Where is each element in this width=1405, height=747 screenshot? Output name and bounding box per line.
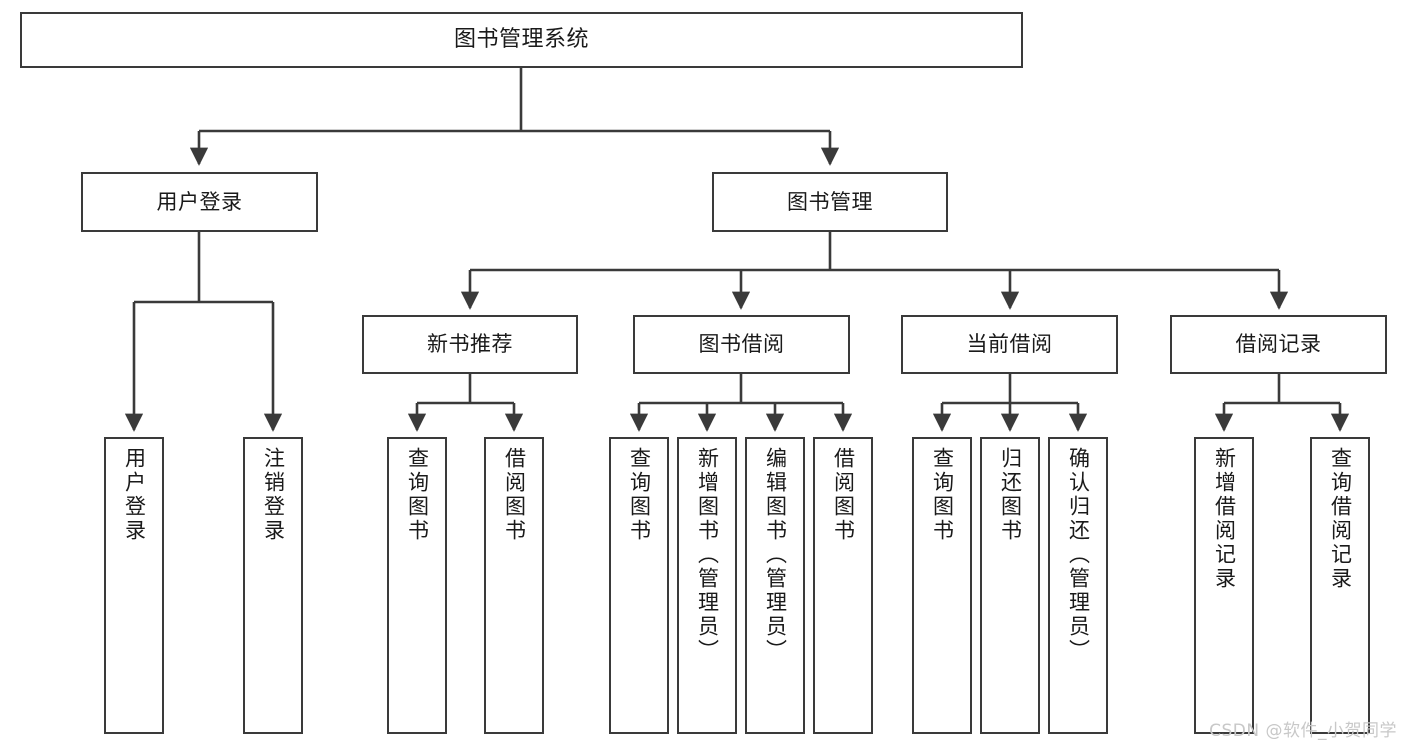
node-book-management[interactable]: 图书管理 — [712, 172, 948, 232]
node-label: 查询借阅记录 — [1328, 447, 1353, 591]
node-root-book-management-system[interactable]: 图书管理系统 — [20, 12, 1023, 68]
node-label: 确认归还（管理员） — [1066, 447, 1091, 663]
leaf-book-borrow-borrow-book[interactable]: 借阅图书 — [813, 437, 873, 734]
node-label: 借阅图书 — [831, 447, 856, 543]
node-borrow-record[interactable]: 借阅记录 — [1170, 315, 1387, 374]
node-label: 图书管理 — [787, 189, 873, 214]
node-label: 当前借阅 — [966, 332, 1053, 357]
node-label: 图书借阅 — [698, 332, 785, 357]
node-label: 查询图书 — [405, 447, 430, 543]
leaf-borrow-record-query-record[interactable]: 查询借阅记录 — [1310, 437, 1370, 734]
node-user-login[interactable]: 用户登录 — [81, 172, 318, 232]
node-label: 新增图书（管理员） — [695, 447, 720, 663]
node-label: 归还图书 — [998, 447, 1023, 543]
node-label: 用户登录 — [156, 189, 243, 214]
node-new-book-recommend[interactable]: 新书推荐 — [362, 315, 578, 374]
node-book-borrow[interactable]: 图书借阅 — [633, 315, 850, 374]
node-label: 图书管理系统 — [453, 27, 589, 53]
leaf-book-borrow-edit-book-admin[interactable]: 编辑图书（管理员） — [745, 437, 805, 734]
leaf-current-borrow-query-book[interactable]: 查询图书 — [912, 437, 972, 734]
node-label: 新书推荐 — [427, 332, 513, 357]
leaf-new-book-query-book[interactable]: 查询图书 — [387, 437, 447, 734]
leaf-current-borrow-return-book[interactable]: 归还图书 — [980, 437, 1040, 734]
node-label: 新增借阅记录 — [1212, 447, 1237, 591]
node-label: 编辑图书（管理员） — [763, 447, 788, 663]
leaf-current-borrow-confirm-return-admin[interactable]: 确认归还（管理员） — [1048, 437, 1108, 734]
node-label: 用户登录 — [122, 447, 147, 543]
leaf-user-login-login[interactable]: 用户登录 — [104, 437, 164, 734]
csdn-watermark: CSDN @软件_小贺同学 — [1209, 721, 1397, 741]
leaf-book-borrow-query-book[interactable]: 查询图书 — [609, 437, 669, 734]
node-label: 查询图书 — [930, 447, 955, 543]
leaf-user-login-logout[interactable]: 注销登录 — [243, 437, 303, 734]
node-label: 查询图书 — [627, 447, 652, 543]
leaf-borrow-record-add-record[interactable]: 新增借阅记录 — [1194, 437, 1254, 734]
node-label: 借阅图书 — [502, 447, 527, 543]
node-label: 注销登录 — [261, 447, 286, 543]
leaf-book-borrow-add-book-admin[interactable]: 新增图书（管理员） — [677, 437, 737, 734]
leaf-new-book-borrow-book[interactable]: 借阅图书 — [484, 437, 544, 734]
node-label: 借阅记录 — [1235, 332, 1322, 357]
node-current-borrow[interactable]: 当前借阅 — [901, 315, 1118, 374]
